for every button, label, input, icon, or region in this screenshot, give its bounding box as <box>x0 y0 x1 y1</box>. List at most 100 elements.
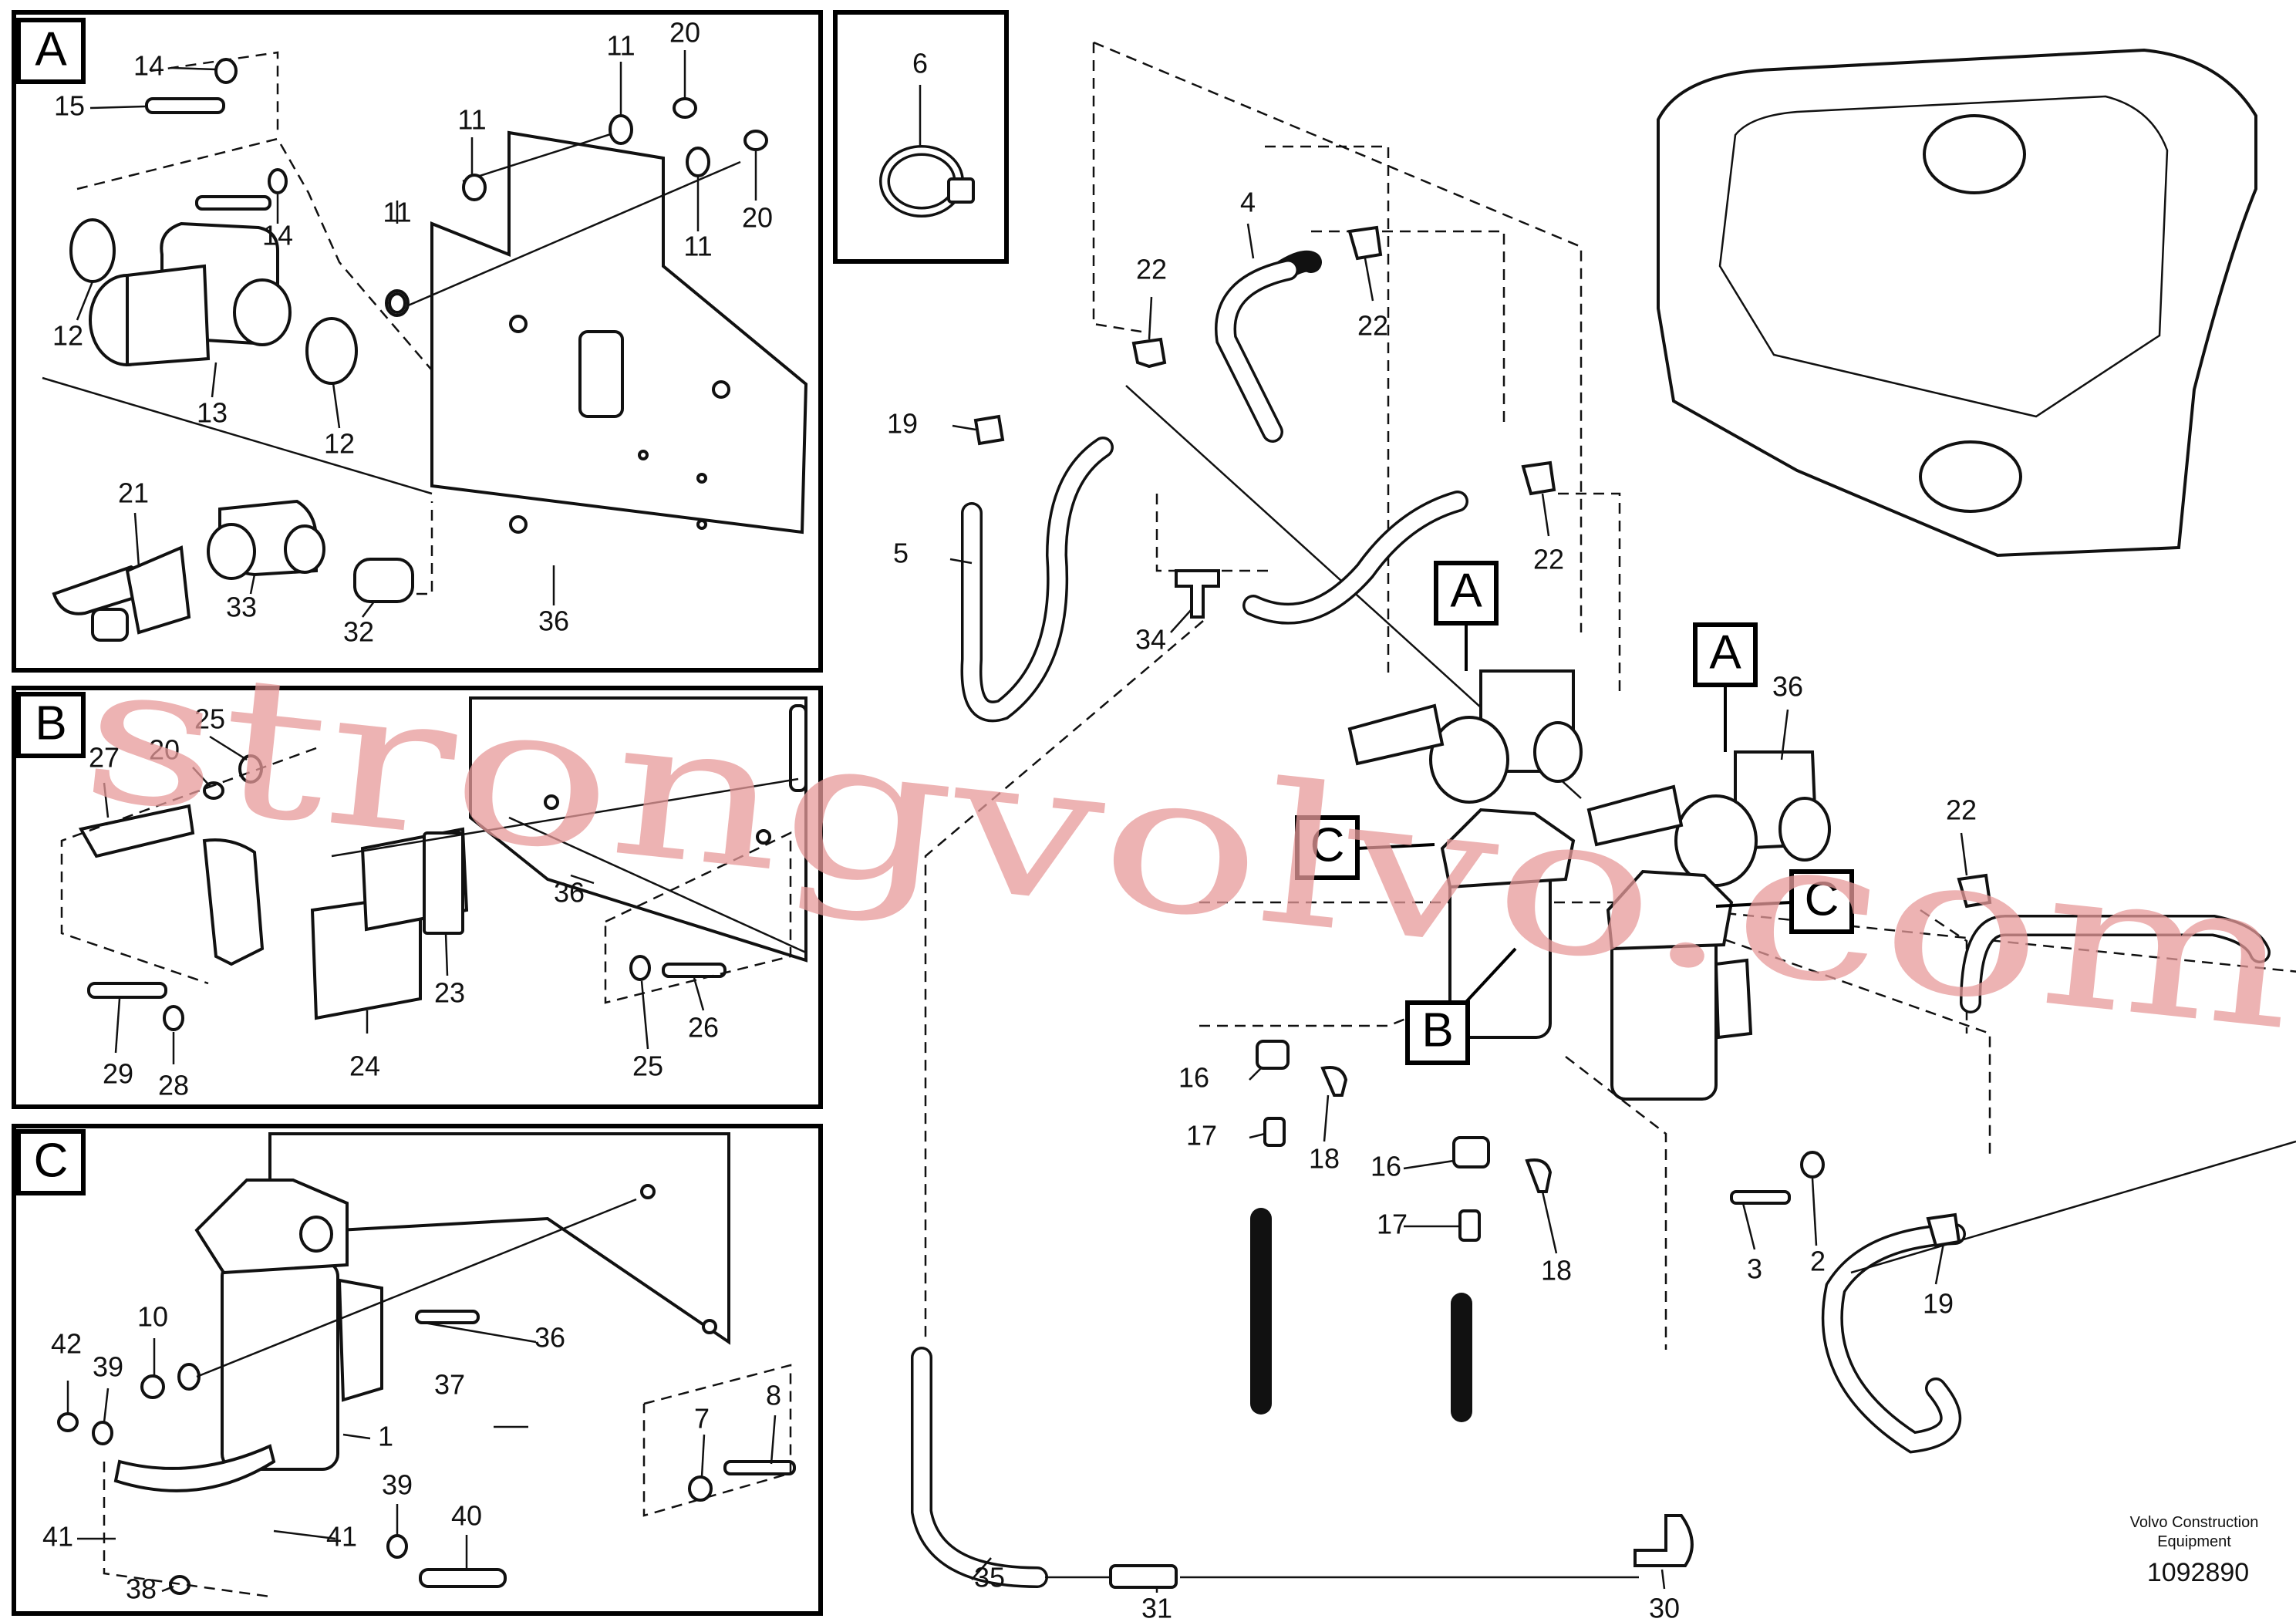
bolt-3 <box>1730 1190 1791 1205</box>
callout-28: 28 <box>158 1070 189 1101</box>
callout-26: 26 <box>688 1012 719 1044</box>
callout-29: 29 <box>103 1058 133 1090</box>
fuel-tank <box>1657 48 2257 558</box>
panel-b-letter-box <box>16 692 86 758</box>
dashed-guide <box>1619 901 2296 973</box>
callout-33: 33 <box>226 592 257 623</box>
nut-part <box>169 1575 190 1595</box>
tap-spout <box>91 608 129 642</box>
plate-slot <box>789 704 807 792</box>
callout-2: 2 <box>1810 1246 1826 1277</box>
detail-panel-a: A <box>12 10 823 673</box>
tee-34 <box>1175 569 1220 619</box>
marker-a-1: A <box>1450 564 1482 617</box>
callout-19: 19 <box>1923 1288 1954 1320</box>
plate-hole <box>756 829 771 845</box>
callout-20: 20 <box>149 734 180 766</box>
callout-24: 24 <box>349 1050 380 1082</box>
callout-18: 18 <box>1309 1143 1340 1175</box>
callout-22: 22 <box>1136 254 1167 285</box>
dashed-guide <box>1199 963 1543 1027</box>
callout-1: 1 <box>378 1421 393 1452</box>
fitting-18 <box>1320 1066 1348 1097</box>
callout-17: 17 <box>1377 1209 1408 1240</box>
dashed-guide <box>1155 494 1273 572</box>
dashed-guide <box>604 831 792 1004</box>
fitting-18 <box>1525 1158 1553 1193</box>
plate-hole <box>702 1319 717 1334</box>
callout-21: 21 <box>118 477 149 509</box>
callout-8: 8 <box>766 1380 781 1411</box>
nut-part <box>57 1412 79 1432</box>
nut-part <box>743 130 768 151</box>
main-markers: A A B C C <box>1295 561 1854 1065</box>
dashed-guide <box>76 137 433 371</box>
nut-part <box>140 1374 165 1399</box>
leader <box>400 160 741 310</box>
washer-part <box>462 174 487 201</box>
filter-port <box>299 1216 333 1253</box>
footer: Volvo Construction Equipment 1092890 <box>2130 1514 2259 1587</box>
callout-5: 5 <box>893 538 909 569</box>
elbow-22 <box>1347 225 1383 261</box>
inset-panel-clamp <box>833 10 1009 264</box>
bolt-part <box>723 1460 796 1475</box>
callout-14: 14 <box>133 50 164 82</box>
filter-clamp <box>113 1444 276 1492</box>
callout-11: 11 <box>383 197 411 228</box>
mounting-plate-b <box>469 696 807 963</box>
inset-hose-clamp <box>879 145 975 218</box>
callout-11: 11 <box>606 30 635 62</box>
tank-contour <box>1718 95 2169 418</box>
panel-a-letter-box <box>16 18 86 84</box>
leader <box>508 816 807 954</box>
callout-39: 39 <box>382 1469 413 1501</box>
dashed-guide <box>924 620 1204 1342</box>
elbow-22 <box>1521 460 1556 496</box>
callout-10: 10 <box>137 1301 168 1333</box>
fuel-filter <box>221 1259 339 1471</box>
washer-part <box>163 1005 184 1031</box>
filter-assembly-c2 <box>1606 869 1753 1101</box>
valve-outlet <box>233 278 292 346</box>
washer-part <box>629 955 651 981</box>
tank-filler-cap <box>1923 114 2026 194</box>
dashed-guide <box>1311 230 1505 424</box>
marker-c-2: C <box>1805 872 1839 926</box>
washer-part <box>609 114 633 145</box>
fitting-17 <box>1263 1117 1286 1147</box>
elbow-22 <box>1957 873 1992 909</box>
dashed-guide <box>1093 41 1583 632</box>
callout-12: 12 <box>324 428 355 460</box>
panel-c-drawing <box>57 1132 796 1598</box>
callout-19: 19 <box>887 408 918 440</box>
valve-neck <box>126 264 211 367</box>
callout-42: 42 <box>51 1328 82 1360</box>
washer-part <box>268 168 288 194</box>
elbow-19 <box>1926 1212 1961 1248</box>
callout-17: 17 <box>1186 1120 1217 1152</box>
washer-part <box>177 1363 201 1391</box>
fitting-16 <box>1256 1040 1290 1070</box>
filter-assembly-c1 <box>1440 808 1576 1039</box>
detail-panel-b: B <box>12 686 823 1109</box>
plate-hole <box>696 473 707 484</box>
callout-23: 23 <box>434 977 465 1009</box>
clamp-screw <box>947 177 975 204</box>
footer-drawing-number: 1092890 <box>2147 1558 2249 1587</box>
callout-27: 27 <box>89 742 120 774</box>
plate-hole <box>638 450 649 460</box>
callouts: 14 15 11 20 11 14 11 11 20 12 13 12 21 3… <box>42 17 1977 1622</box>
dashed-guide <box>416 501 433 595</box>
marker-c-box <box>1789 869 1854 934</box>
main-assembly <box>911 41 2296 1589</box>
washer-part <box>688 1475 713 1502</box>
callout-30: 30 <box>1649 1593 1680 1622</box>
plate-hole <box>696 519 707 530</box>
bolt-part <box>419 1568 507 1588</box>
plate-hole <box>509 315 528 333</box>
callout-20: 20 <box>669 17 700 49</box>
washer-part <box>388 292 406 314</box>
bolt-part <box>415 1310 480 1324</box>
